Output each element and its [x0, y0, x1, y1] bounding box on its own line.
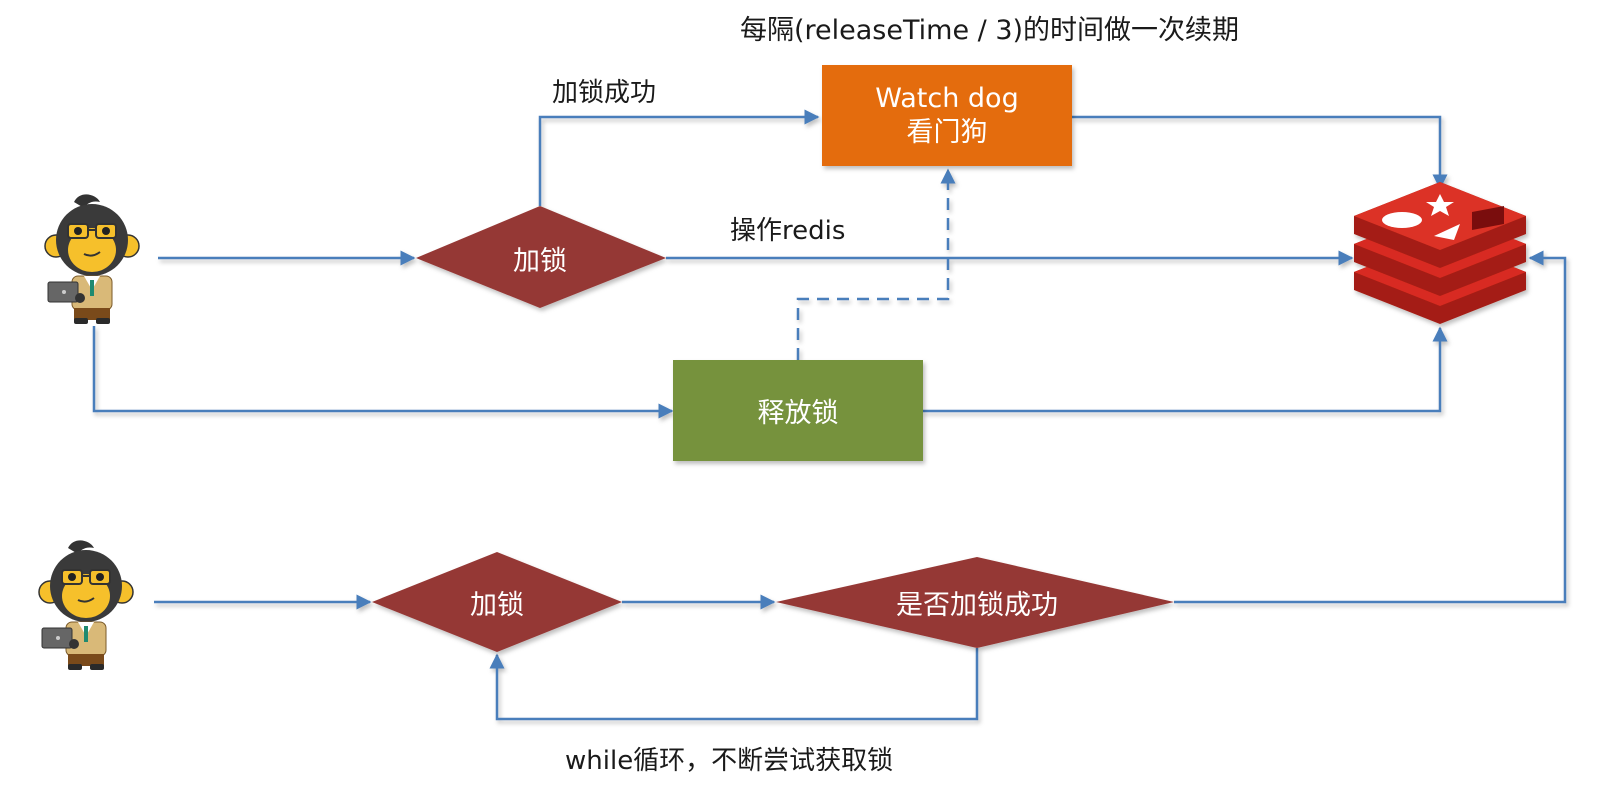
- monkey-developer-icon: [38, 539, 134, 671]
- arrow-release-to-redis: [922, 326, 1448, 413]
- release-label: 释放锁: [757, 398, 839, 429]
- operate-redis-label: 操作redis: [730, 216, 846, 246]
- arrow-release-stops-watchdog: [796, 168, 956, 360]
- lock-bottom-diamond: [372, 552, 622, 652]
- check-success-label: 是否加锁成功: [896, 589, 1058, 621]
- watchdog-box: [822, 65, 1072, 166]
- arrow-check-to-redis: [1174, 250, 1567, 604]
- renewal-note: 每隔(releaseTime / 3)的时间做一次续期: [740, 15, 1240, 46]
- watchdog-label: Watch dog 看门狗: [822, 65, 1072, 166]
- lock-success-label: 加锁成功: [552, 78, 657, 108]
- arrow-watchdog-to-redis: [1072, 115, 1448, 190]
- watchdog-title: Watch dog: [875, 82, 1019, 114]
- lock-top-diamond: [416, 206, 666, 308]
- release-box: [673, 360, 923, 461]
- arrow-client-to-release: [92, 326, 674, 419]
- arrow-retry-loop: [489, 648, 979, 721]
- check-success-diamond: [776, 557, 1174, 648]
- redis-logo-icon: [1354, 182, 1526, 324]
- arrow-lock-success-to-watchdog: [538, 109, 820, 206]
- while-loop-label: while循环，不断尝试获取锁: [565, 746, 894, 776]
- watchdog-subtitle: 看门狗: [906, 116, 988, 148]
- monkey-developer-icon: [44, 193, 140, 325]
- lock-top-label: 加锁: [513, 245, 567, 277]
- lock-bottom-label: 加锁: [470, 589, 524, 621]
